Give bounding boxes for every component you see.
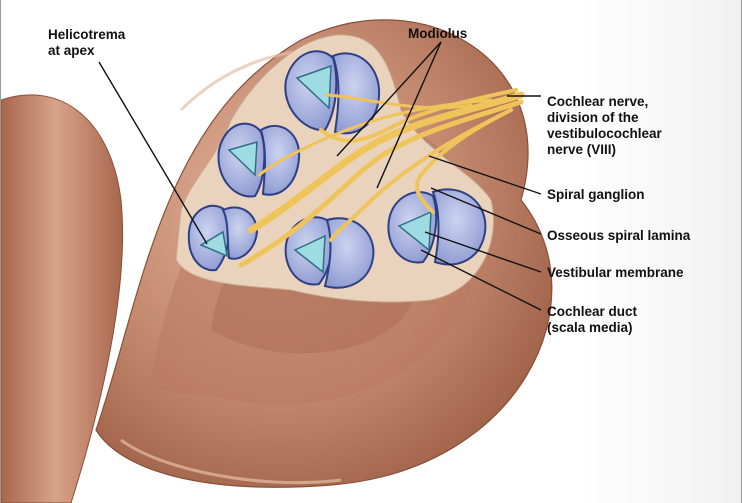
cochlear-nerve-label: Cochlear nerve, division of the vestibul…: [547, 94, 662, 158]
cochlear-duct-label: Cochlear duct (scala media): [547, 304, 637, 336]
helicotrema-label: Helicotrema at apex: [48, 27, 125, 59]
modiolus-label: Modiolus: [408, 26, 467, 42]
osseous-spiral-lamina-label: Osseous spiral lamina: [547, 228, 690, 244]
vestibular-membrane-label: Vestibular membrane: [547, 265, 684, 281]
spiral-ganglion-label: Spiral ganglion: [547, 187, 645, 203]
